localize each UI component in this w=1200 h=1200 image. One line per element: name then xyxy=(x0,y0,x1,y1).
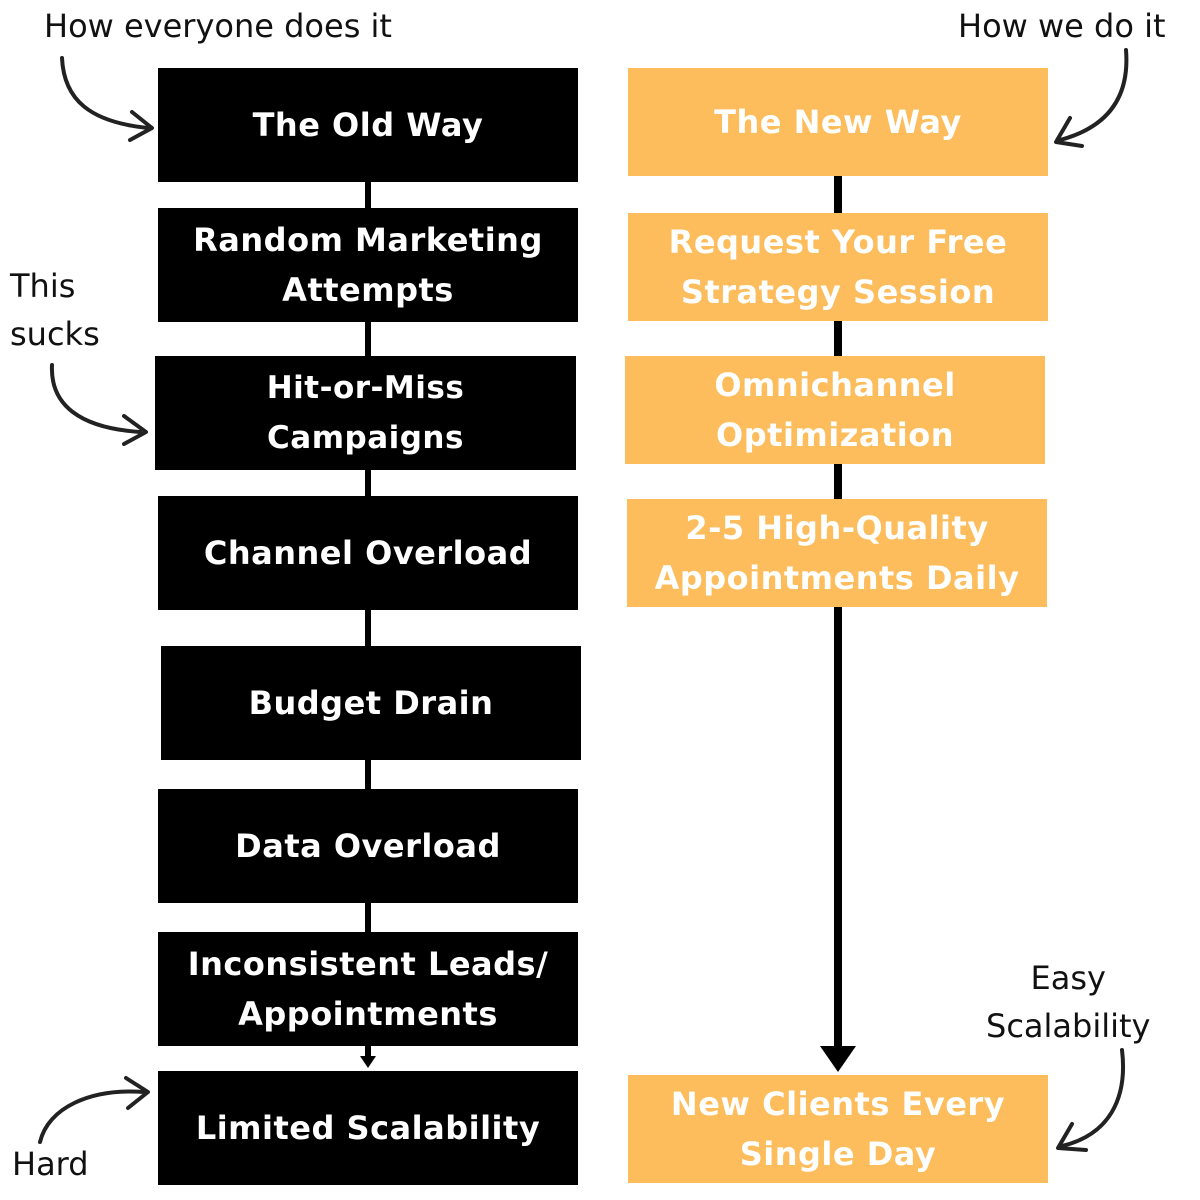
old-step-label: Hit-or-Miss Campaigns xyxy=(266,370,465,456)
new-step-label: New Clients Every Single Day xyxy=(670,1085,1006,1173)
new-way-header: The New Way xyxy=(628,68,1048,176)
new-step-omnichannel: Omnichannel Optimization xyxy=(625,356,1045,464)
this-sucks-arrow xyxy=(49,363,142,434)
how-everyone-arrow xyxy=(60,56,150,130)
new-step-new-clients: New Clients Every Single Day xyxy=(628,1075,1048,1183)
old-step-inconsistent-leads: Inconsistent Leads/ Appointments xyxy=(158,932,578,1046)
hard-label: Hard xyxy=(12,1145,89,1183)
old-step-data-overload: Data Overload xyxy=(158,789,578,903)
how-everyone-label: How everyone does it xyxy=(44,7,392,45)
new-step-label: 2-5 High-Quality Appointments Daily xyxy=(654,509,1020,597)
new-way-arrowhead xyxy=(820,1046,856,1072)
how-we-arrow-tip xyxy=(1054,116,1084,148)
hard-arrow-tip xyxy=(124,1076,150,1110)
how-we-label: How we do it xyxy=(958,7,1166,45)
new-step-label: Omnichannel Optimization xyxy=(714,366,956,454)
old-step-budget-drain: Budget Drain xyxy=(161,646,581,760)
easy-scalability-arrow xyxy=(1060,1048,1125,1148)
new-way-header-label: The New Way xyxy=(714,103,962,141)
how-we-arrow xyxy=(1058,48,1129,142)
how-everyone-arrow-tip xyxy=(128,110,154,142)
old-step-random-marketing: Random Marketing Attempts xyxy=(158,208,578,322)
old-step-limited-scalability: Limited Scalability xyxy=(158,1071,578,1185)
new-step-label: Request Your Free Strategy Session xyxy=(668,223,1008,311)
old-step-label: Channel Overload xyxy=(203,534,533,572)
old-step-label: Inconsistent Leads/ Appointments xyxy=(187,945,549,1033)
old-way-header: The Old Way xyxy=(158,68,578,182)
new-step-strategy-session: Request Your Free Strategy Session xyxy=(628,213,1048,321)
this-sucks-label: This sucks xyxy=(10,267,100,353)
old-step-label: Random Marketing Attempts xyxy=(193,221,543,309)
old-step-label: Budget Drain xyxy=(248,684,494,722)
easy-scalability-label: Easy Scalability xyxy=(986,959,1151,1045)
new-step-appointments-daily: 2-5 High-Quality Appointments Daily xyxy=(627,499,1047,607)
old-step-hit-or-miss: Hit-or-Miss Campaigns xyxy=(155,356,576,470)
this-sucks-arrow-tip xyxy=(122,414,148,446)
hard-arrow xyxy=(38,1089,146,1144)
old-way-header-label: The Old Way xyxy=(252,106,484,144)
easy-scalability-arrow-tip xyxy=(1056,1122,1088,1152)
old-way-arrowhead xyxy=(360,1056,376,1068)
old-step-label: Data Overload xyxy=(235,827,501,865)
old-step-channel-overload: Channel Overload xyxy=(158,496,578,610)
old-step-label: Limited Scalability xyxy=(195,1109,541,1147)
